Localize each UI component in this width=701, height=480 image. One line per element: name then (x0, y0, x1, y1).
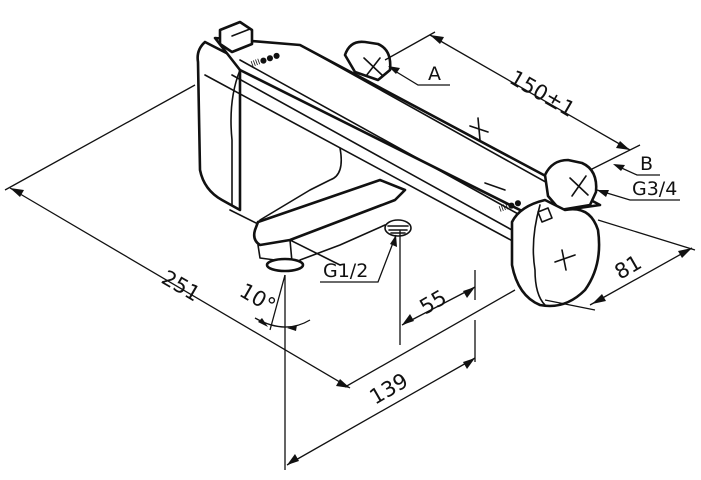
dim-label-55: 55 (416, 285, 451, 319)
dimension-55: 55 (399, 230, 476, 362)
callout-b-label: B (640, 153, 653, 175)
dim-label-251: 251 (158, 266, 205, 307)
dim-label-10deg: 10° (236, 279, 280, 318)
thermostat-knob (510, 198, 601, 308)
dim-label-139: 139 (366, 368, 413, 409)
callout-g34: G3/4 (596, 178, 680, 201)
callout-a-label: A (428, 63, 441, 85)
inlet-b-connector (543, 158, 598, 212)
callout-a: A (388, 63, 450, 86)
dim-label-81: 81 (611, 250, 646, 284)
angle-10deg: 10° (236, 274, 311, 340)
callout-b: B (613, 153, 660, 176)
inlet-a-connector (343, 40, 392, 82)
callout-g34-label: G3/4 (632, 178, 677, 200)
callout-g12-label: G1/2 (323, 260, 368, 282)
mixer-body: IIII●●● IIII●● (196, 20, 602, 266)
spout (252, 147, 412, 273)
callout-g12: G1/2 (320, 234, 397, 283)
dim-label-150: 150±1 (506, 66, 580, 122)
